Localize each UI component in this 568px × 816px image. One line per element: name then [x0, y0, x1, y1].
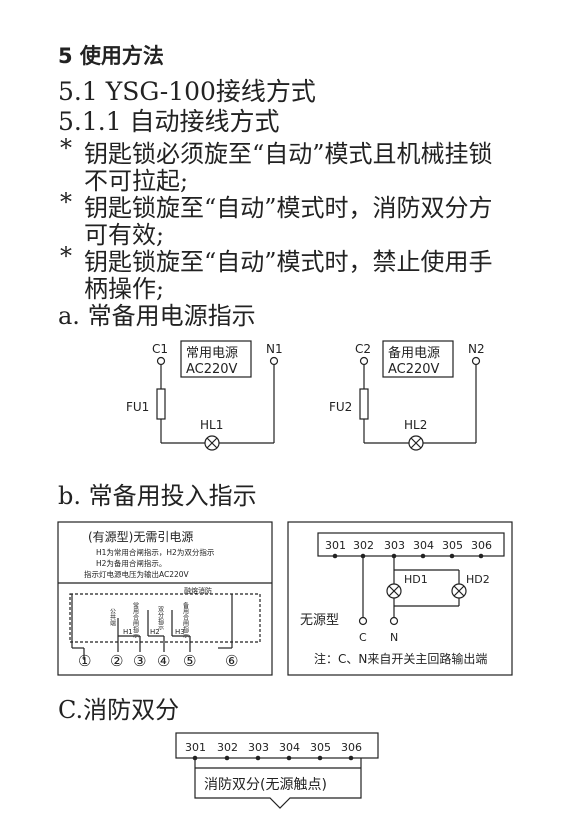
terminal-label: 303	[384, 539, 405, 552]
terminal-num: ⑥	[225, 652, 238, 670]
h3-label: H3	[175, 628, 185, 636]
vertical-label: 备用合闸指示	[182, 601, 189, 638]
note-line: 柄操作;	[84, 275, 165, 303]
note-bullet: *	[60, 188, 72, 216]
terminal-strip	[175, 732, 379, 759]
passive-type-label: 无源型	[300, 613, 339, 628]
h1-label: H1	[123, 628, 133, 636]
note-bullet: *	[60, 134, 72, 162]
lamp-hd1-label: HD1	[404, 573, 428, 586]
fire-trip-label: 消防双分(无源触点)	[204, 777, 327, 793]
note-line: 不可拉起;	[84, 167, 189, 195]
terminal-label: 304	[279, 741, 300, 754]
part-a-heading: a. 常备用电源指示	[58, 302, 256, 330]
circuit-normal-power	[156, 340, 279, 451]
terminal-label: 303	[248, 741, 269, 754]
note-line: 钥匙锁旋至“自动”模式时，消防双分方	[84, 194, 493, 222]
terminal-num: ②	[110, 652, 123, 670]
fuse-fu1	[156, 388, 166, 420]
fuse-fu2	[359, 388, 369, 420]
normal-power-label: 常用电源	[186, 346, 238, 361]
active-desc-line: H1为常用合闸指示，H2为双分指示	[96, 547, 215, 557]
vertical-label: 双分指示	[157, 606, 164, 630]
fuse-fu2-label: FU2	[329, 400, 352, 414]
terminal-label: 306	[471, 539, 492, 552]
subsubsection-title: 5.1.1 自动接线方式	[58, 107, 280, 136]
terminal-label: 301	[185, 741, 206, 754]
passive-note: 注：C、N来自开关主回路输出端	[314, 651, 487, 666]
terminal-c-label: C	[359, 631, 367, 644]
note-bullet: *	[60, 242, 72, 270]
lamp-hl1-label: HL1	[200, 418, 223, 432]
fire-label: 融熔消防	[184, 586, 212, 595]
terminal-n-label: N	[390, 631, 398, 644]
terminal-num: ④	[157, 652, 170, 670]
terminal-num: ③	[133, 652, 146, 670]
terminal-n1: N1	[266, 342, 283, 356]
active-indicator-panel	[57, 521, 273, 676]
active-vertical-labels: 公共端 常用合闸指示 双分指示 备用合闸指示	[109, 601, 189, 638]
section-title: 5 使用方法	[58, 44, 164, 68]
passive-indicator-panel	[287, 521, 513, 676]
terminal-n2: N2	[468, 342, 485, 356]
terminal-label: 305	[442, 539, 463, 552]
backup-power-box	[382, 340, 454, 378]
terminal-label: 304	[413, 539, 434, 552]
terminal-label: 302	[353, 539, 374, 552]
active-title: (有源型)无需引电源	[88, 530, 193, 544]
terminal-c1: C1	[152, 342, 168, 356]
part-c-heading: C.消防双分	[58, 696, 180, 724]
note-line: 钥匙锁旋至“自动”模式时，禁止使用手	[84, 248, 493, 276]
backup-power-label: 备用电源	[388, 345, 440, 361]
subsection-title: 5.1 YSG-100接线方式	[58, 77, 316, 106]
vertical-label: 公共端	[109, 608, 116, 627]
backup-power-voltage: AC220V	[388, 362, 440, 377]
h2-label: H2	[150, 628, 160, 636]
terminal-label: 305	[310, 741, 331, 754]
note-line: 钥匙锁必须旋至“自动”模式且机械挂锁	[84, 140, 493, 168]
fuse-fu1-label: FU1	[126, 400, 149, 414]
active-desc-line: H2为备用合闸指示。	[96, 558, 166, 568]
terminal-label: 302	[217, 741, 238, 754]
normal-power-box	[180, 340, 252, 378]
lamp-hd2-label: HD2	[466, 573, 490, 586]
terminal-strip	[317, 532, 505, 557]
circuit-backup-power	[359, 340, 481, 451]
part-b-heading: b. 常备用投入指示	[58, 482, 257, 510]
vertical-label: 常用合闸指示	[132, 601, 139, 638]
active-desc-line: 指示灯电源电压为输出AC220V	[84, 569, 190, 579]
terminal-num: ⑤	[183, 652, 196, 670]
normal-power-voltage: AC220V	[186, 362, 238, 377]
lamp-hl2-label: HL2	[404, 418, 427, 432]
terminal-num: ①	[78, 652, 91, 670]
terminal-label: 306	[341, 741, 362, 754]
terminal-c2: C2	[355, 342, 371, 356]
terminal-label: 301	[325, 539, 346, 552]
note-line: 可有效;	[84, 221, 165, 249]
fire-trip-block	[175, 732, 379, 809]
